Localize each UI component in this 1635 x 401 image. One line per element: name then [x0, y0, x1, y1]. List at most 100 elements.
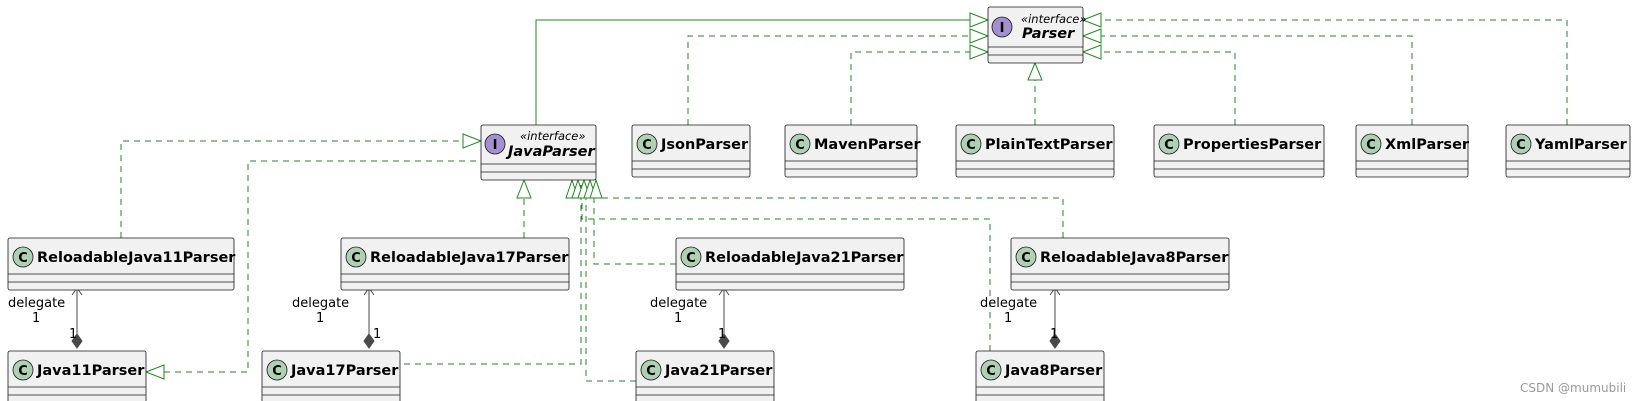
class-icon-letter: C [986, 364, 996, 379]
class-name: ReloadableJava11Parser [37, 250, 236, 266]
arrowhead-icon [144, 364, 165, 380]
arrowhead-icon [1027, 61, 1043, 81]
class-xml[interactable]: C XmlParser [1355, 124, 1470, 178]
stereotype: «interface» [520, 129, 586, 143]
edge-r11-javaparser [120, 140, 465, 238]
edge-j17-javaparser [404, 185, 582, 365]
class-j17[interactable]: C Java17Parser [261, 350, 401, 401]
class-icon [1510, 133, 1532, 155]
interface-name: JavaParser [505, 144, 596, 160]
class-icon [1158, 133, 1180, 155]
diamond-icon [71, 333, 83, 349]
class-icon [12, 359, 34, 381]
edge-json-parser [687, 35, 970, 125]
class-name: ReloadableJava21Parser [705, 250, 904, 266]
class-icon [680, 246, 702, 268]
class-icon-letter: C [966, 138, 976, 153]
class-name: ReloadableJava8Parser [1040, 250, 1229, 266]
stereotype: «interface» [1021, 12, 1087, 26]
edge-j21-javaparser [585, 185, 636, 382]
diamond-icon [718, 333, 730, 349]
class-name: Java21Parser [664, 363, 773, 379]
class-yaml[interactable]: C YamlParser [1505, 124, 1631, 178]
edge-properties-parser [1101, 51, 1236, 125]
relationships [71, 12, 1568, 382]
arrowhead-icon [969, 12, 990, 28]
interface-parser[interactable]: I «interface» Parser [987, 6, 1087, 64]
class-icon-letter: C [1164, 138, 1174, 153]
class-icon [1360, 133, 1382, 155]
class-j8[interactable]: C Java8Parser [975, 350, 1105, 401]
multiplicity-label: 1 [718, 327, 726, 342]
class-name: Java8Parser [1004, 363, 1103, 379]
arrowhead-icon [969, 44, 990, 60]
interface-javaparser[interactable]: I «interface» JavaParser [480, 124, 597, 181]
arrowhead-icon [516, 178, 532, 199]
class-icon [640, 359, 662, 381]
edge-xml-parser [1101, 35, 1413, 125]
class-icon-letter: C [351, 251, 361, 266]
class-r8[interactable]: C ReloadableJava8Parser [1010, 237, 1230, 291]
class-icon [1015, 246, 1037, 268]
class-maven[interactable]: C MavenParser [784, 124, 921, 178]
class-name: XmlParser [1385, 137, 1470, 153]
class-name: PlainTextParser [985, 137, 1113, 153]
multiplicity-label: 1 [373, 327, 381, 342]
class-icon [345, 246, 367, 268]
watermark: CSDN @mumubili [1520, 381, 1626, 395]
multiplicity-label: 1 [32, 311, 40, 326]
interface-icon-letter: I [1000, 21, 1005, 36]
edge-r21-javaparser [593, 185, 676, 265]
interface-icon [484, 133, 506, 155]
class-icon [636, 133, 658, 155]
class-icon-letter: C [18, 364, 28, 379]
multiplicity-label: 1 [674, 311, 682, 326]
multiplicity-label: 1 [316, 311, 324, 326]
class-name: ReloadableJava17Parser [370, 250, 569, 266]
class-r17[interactable]: C ReloadableJava17Parser [340, 237, 570, 291]
edge-j8-javaparser [581, 185, 991, 351]
interface-icon [991, 16, 1013, 38]
arrowhead-icon [1081, 28, 1102, 44]
edge-javaparser-parser [535, 19, 970, 125]
class-icon-letter: C [686, 251, 696, 266]
arrowhead-icon [1081, 12, 1102, 28]
arrowhead-icon [462, 133, 483, 149]
class-icon [12, 246, 34, 268]
arrowhead-icon [1081, 44, 1102, 60]
class-properties[interactable]: C PropertiesParser [1153, 124, 1325, 178]
class-r21[interactable]: C ReloadableJava21Parser [675, 237, 905, 291]
class-icon-letter: C [18, 251, 28, 266]
association-labels: delegate 1 1 delegate 1 1 delegate 1 1 d… [8, 296, 1058, 342]
class-icon [266, 359, 288, 381]
diamond-icon [363, 333, 375, 349]
class-icon-letter: C [272, 364, 282, 379]
class-icon-letter: C [1366, 138, 1376, 153]
class-plaintext[interactable]: C PlainTextParser [955, 124, 1115, 178]
diamond-icon [1049, 333, 1061, 349]
class-icon-letter: C [795, 138, 805, 153]
edge-maven-parser [850, 51, 970, 125]
class-name: PropertiesParser [1183, 137, 1322, 153]
multiplicity-label: 1 [1004, 311, 1012, 326]
interface-name: Parser [1022, 26, 1075, 42]
class-j21[interactable]: C Java21Parser [635, 350, 775, 401]
class-name: YamlParser [1534, 137, 1628, 153]
class-r11[interactable]: C ReloadableJava11Parser [7, 237, 236, 291]
multiplicity-label: 1 [1050, 327, 1058, 342]
arrowhead-icon [589, 178, 603, 199]
class-name: Java17Parser [290, 363, 399, 379]
multiplicity-label: 1 [69, 327, 77, 342]
class-name: JsonParser [660, 137, 749, 153]
class-icon [960, 133, 982, 155]
class-icon-letter: C [646, 364, 656, 379]
role-label: delegate [980, 296, 1037, 311]
class-icon-letter: C [1021, 251, 1031, 266]
class-icon-letter: C [1516, 138, 1526, 153]
edge-j11-javaparser [164, 160, 480, 373]
class-name: MavenParser [814, 137, 921, 153]
role-label: delegate [650, 296, 707, 311]
